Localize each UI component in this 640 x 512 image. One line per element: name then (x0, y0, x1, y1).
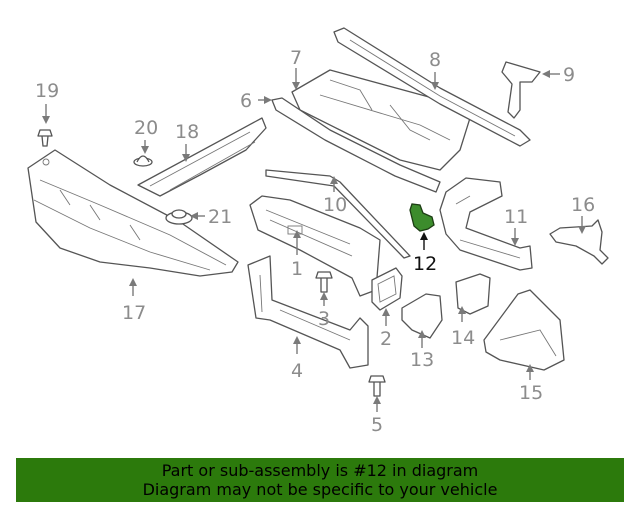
part-7-upper-cowl (291, 69, 471, 171)
part-11-air-guide (439, 177, 533, 271)
callout-9: 9 (563, 64, 575, 86)
callout-3: 3 (318, 308, 330, 330)
callout-7: 7 (290, 47, 302, 69)
part-16-bracket (549, 219, 609, 265)
part-18-upper-panel (137, 117, 267, 197)
part-8-upper-rail (333, 27, 531, 147)
part-4-lower-support (247, 255, 369, 369)
callout-10: 10 (323, 194, 347, 216)
callout-4: 4 (291, 360, 303, 382)
part-17-bumper-reinforcement (27, 149, 239, 277)
callout-5: 5 (371, 414, 383, 436)
part-9-bracket (501, 61, 541, 119)
callout-18: 18 (175, 121, 199, 143)
part-21-push-nut (165, 209, 193, 225)
callout-11: 11 (504, 206, 528, 228)
callout-6: 6 (240, 90, 252, 112)
callout-15: 15 (519, 382, 543, 404)
banner-line-2: Diagram may not be specific to your vehi… (142, 480, 498, 499)
part-12-bracket-highlighted (409, 203, 435, 232)
part-14-duct (455, 273, 491, 315)
callout-14: 14 (451, 327, 475, 349)
part-6-tie-bar (271, 97, 441, 193)
callout-19: 19 (35, 80, 59, 102)
part-13-duct (401, 293, 443, 339)
callout-12: 12 (413, 253, 437, 275)
callout-21: 21 (208, 206, 232, 228)
part-2-gasket (371, 267, 403, 311)
part-10-rod (265, 169, 411, 259)
part-19-clip (37, 129, 53, 147)
part-5-bolt (368, 375, 386, 397)
callout-16: 16 (571, 194, 595, 216)
callouts: 1 2 3 4 5 6 7 8 9 10 (35, 47, 595, 436)
callout-17: 17 (122, 302, 146, 324)
info-banner: Part or sub-assembly is #12 in diagram D… (16, 458, 624, 502)
banner-line-1: Part or sub-assembly is #12 in diagram (161, 461, 479, 480)
callout-13: 13 (410, 349, 434, 371)
callout-2: 2 (380, 328, 392, 350)
parts-diagram: 1 2 3 4 5 6 7 8 9 10 (27, 27, 609, 436)
part-15-large-duct (483, 289, 565, 371)
callout-20: 20 (134, 117, 158, 139)
part-20-grommet (133, 155, 153, 167)
callout-1: 1 (291, 258, 303, 280)
callout-8: 8 (429, 49, 441, 71)
part-3-bolt (315, 271, 333, 293)
